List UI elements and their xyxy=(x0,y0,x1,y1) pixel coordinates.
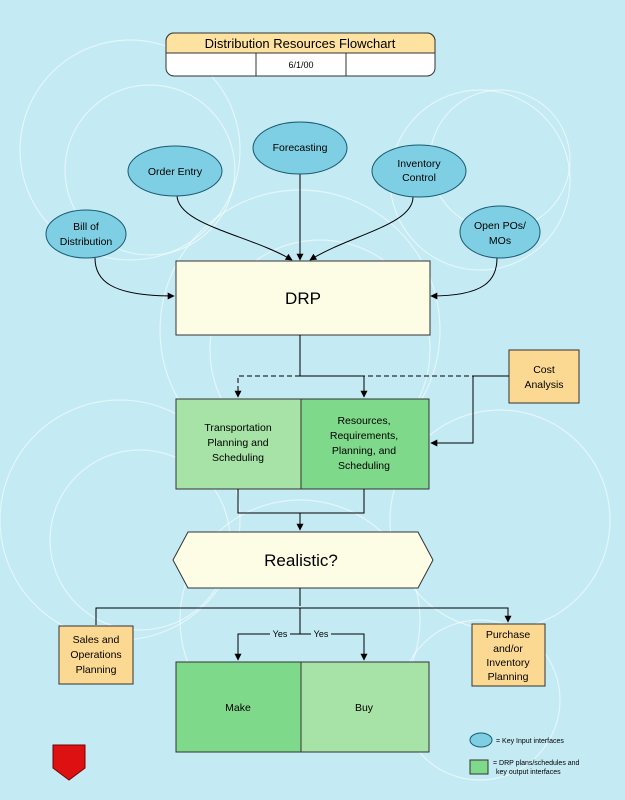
svg-text:Planning and: Planning and xyxy=(207,437,268,449)
cost-analysis-connectors xyxy=(364,375,509,447)
input-forecasting: Forecasting xyxy=(252,121,348,175)
svg-text:Bill of: Bill of xyxy=(73,221,99,233)
svg-text:Make: Make xyxy=(225,702,251,714)
buy-box: Buy xyxy=(300,661,430,753)
page-title: Distribution Resources Flowchart xyxy=(205,36,396,51)
svg-text:Control: Control xyxy=(402,172,436,184)
input-inventory-control: Inventory Control xyxy=(371,144,467,198)
svg-text:Planning, and: Planning, and xyxy=(332,445,396,457)
svg-text:Requirements,: Requirements, xyxy=(330,430,398,442)
planning-to-decision-connectors xyxy=(237,489,365,531)
svg-text:Resources,: Resources, xyxy=(337,415,390,427)
svg-text:and/or: and/or xyxy=(493,643,523,655)
yes-right-bg xyxy=(311,628,331,640)
svg-text:Transportation: Transportation xyxy=(204,422,271,434)
svg-text:Scheduling: Scheduling xyxy=(212,452,264,464)
input-open-pos-mos: Open POs/ MOs xyxy=(459,205,541,259)
resources-planning-box: Resources, Requirements, Planning, and S… xyxy=(300,398,430,490)
make-box: Make xyxy=(175,661,302,753)
legend: = Key Input interfaces = DRP plans/sched… xyxy=(469,732,580,776)
purchase-inventory-box: Purchase and/or Inventory Planning xyxy=(471,623,546,687)
legend-drp-plans-1: = DRP plans/schedules and xyxy=(493,760,580,767)
header-box: Distribution Resources Flowchart 6/1/00 xyxy=(165,32,436,77)
decision-label: Realistic? xyxy=(264,551,338,570)
svg-text:Scheduling: Scheduling xyxy=(338,460,390,472)
svg-text:Forecasting: Forecasting xyxy=(273,142,328,154)
svg-text:Operations: Operations xyxy=(70,649,121,661)
sales-operations-box: Sales and Operations Planning xyxy=(58,625,134,685)
legend-square-icon xyxy=(469,759,489,775)
input-order-entry: Order Entry xyxy=(127,145,223,197)
cost-analysis-box: Cost Analysis xyxy=(508,349,580,404)
svg-text:MOs: MOs xyxy=(489,235,511,247)
transportation-planning-box: Transportation Planning and Scheduling xyxy=(175,398,302,490)
svg-text:Planning: Planning xyxy=(76,664,117,676)
decision-realistic: Realistic? xyxy=(172,531,434,589)
legend-ellipse-icon xyxy=(469,732,493,748)
input-bill-of-distribution: Bill of Distribution xyxy=(45,209,127,259)
header-date: 6/1/00 xyxy=(288,60,313,70)
svg-text:Inventory: Inventory xyxy=(486,657,530,669)
red-pentagon-icon xyxy=(52,744,86,781)
svg-text:Purchase: Purchase xyxy=(486,629,531,641)
svg-text:Buy: Buy xyxy=(355,702,374,714)
yes-left-bg xyxy=(270,628,290,640)
svg-text:Sales and: Sales and xyxy=(73,634,120,646)
yes-right-label: Yes xyxy=(314,629,329,639)
drp-label: DRP xyxy=(285,289,321,308)
legend-drp-plans-2: key output interfaces xyxy=(496,769,561,776)
drp-box: DRP xyxy=(175,260,431,336)
svg-text:Open POs/: Open POs/ xyxy=(474,220,526,232)
svg-text:Analysis: Analysis xyxy=(524,379,563,391)
legend-key-input: = Key Input interfaces xyxy=(496,738,564,745)
svg-text:Distribution: Distribution xyxy=(60,236,113,248)
svg-text:Inventory: Inventory xyxy=(397,158,441,170)
svg-text:Cost: Cost xyxy=(533,364,555,376)
svg-text:Order Entry: Order Entry xyxy=(148,166,203,178)
input-connectors xyxy=(94,174,498,300)
svg-text:Planning: Planning xyxy=(488,671,529,683)
yes-left-label: Yes xyxy=(273,629,288,639)
